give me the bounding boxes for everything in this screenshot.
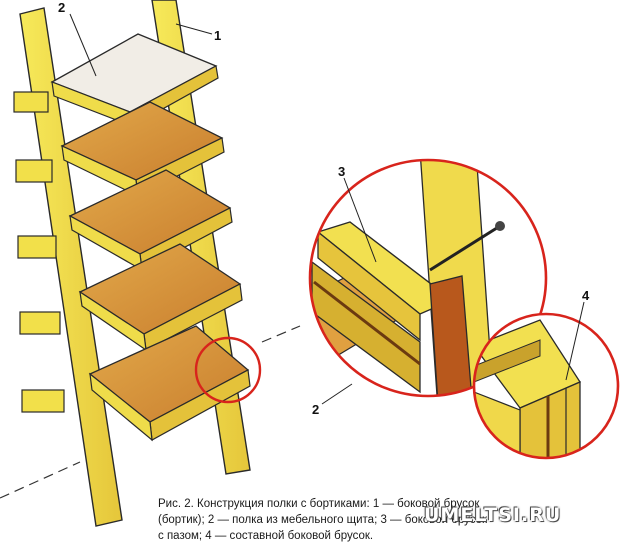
dash-line-mid (261, 325, 301, 343)
figure-caption: Рис. 2. Конструкция полки с бортиками: 1… (158, 496, 610, 544)
detail-circle-small-marker (194, 336, 262, 404)
front-rail-blocks (13, 91, 65, 413)
caption-line-2: (бортик); 2 — полка из мебельного щита; … (158, 514, 488, 526)
label-2-top: 2 (58, 0, 65, 15)
watermark: UMELTSI.RU (424, 504, 562, 526)
label-3: 3 (338, 164, 345, 179)
caption-line-3: с пазом; 4 — составной боковой брусок. (158, 530, 374, 542)
front-rail (19, 7, 123, 527)
shelves (50, 33, 251, 442)
detail-circle-large (308, 158, 548, 398)
label-2-detail: 2 (312, 402, 319, 417)
label-1: 1 (214, 28, 221, 43)
dash-line-left (0, 461, 81, 499)
leader-lines (69, 13, 585, 405)
label-4: 4 (582, 288, 590, 303)
caption-line-1: Рис. 2. Конструкция полки с бортиками: 1… (158, 498, 480, 510)
detail-circle-right (472, 312, 620, 460)
